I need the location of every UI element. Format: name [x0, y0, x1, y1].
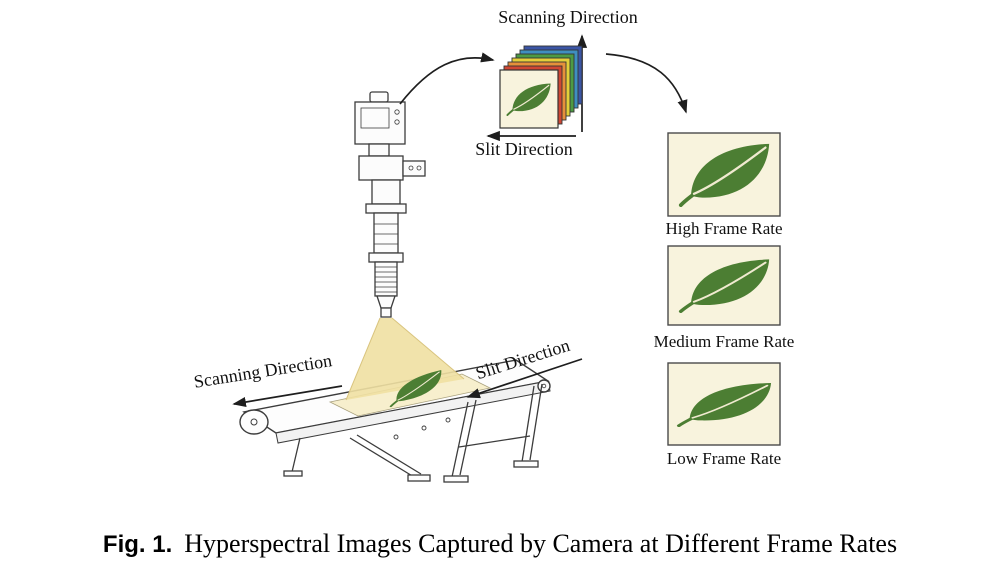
arrows	[232, 34, 688, 408]
figure-caption: Fig. 1. Hyperspectral Images Captured by …	[0, 529, 1000, 559]
lens-tube-upper	[371, 179, 401, 205]
camera-body	[354, 101, 406, 145]
cube-slit-direction-label: Slit Direction	[475, 139, 573, 159]
belt-scanning-arrow	[232, 385, 343, 408]
lens-flange	[365, 203, 407, 214]
hyperspectral-cube	[499, 45, 583, 129]
low-frame-rate-label: Low Frame Rate	[666, 449, 782, 468]
medium-frame-rate-label: Medium Frame Rate	[653, 332, 795, 351]
cube-to-frames-arrow	[605, 53, 688, 114]
lens-tip	[380, 307, 392, 318]
camera-neck	[368, 143, 390, 157]
high-frame-rate-label: High Frame Rate	[665, 219, 783, 238]
camera-bracket	[358, 155, 404, 181]
frame-rate-boxes	[667, 132, 781, 446]
belt-bolts	[393, 417, 451, 440]
lens-tube-lower	[373, 212, 399, 254]
lens-tip-cone	[376, 295, 396, 309]
figure-caption-label: Fig. 1.	[102, 531, 173, 558]
camera-bracket-arm	[402, 160, 426, 177]
figure-caption-text: Hyperspectral Images Captured by Camera …	[184, 529, 898, 558]
belt-left-axle	[250, 418, 258, 426]
lens-collar	[368, 252, 404, 263]
cube-scanning-direction-label: Scanning Direction	[498, 7, 638, 27]
camera-knob	[369, 91, 389, 103]
camera-illustration	[354, 91, 426, 318]
camera-to-cube-arrow	[399, 52, 495, 105]
belt-legs	[283, 383, 543, 483]
belt-right-axle	[541, 383, 547, 389]
belt-side-face	[275, 380, 551, 444]
belt-slit-arrow	[466, 358, 583, 399]
